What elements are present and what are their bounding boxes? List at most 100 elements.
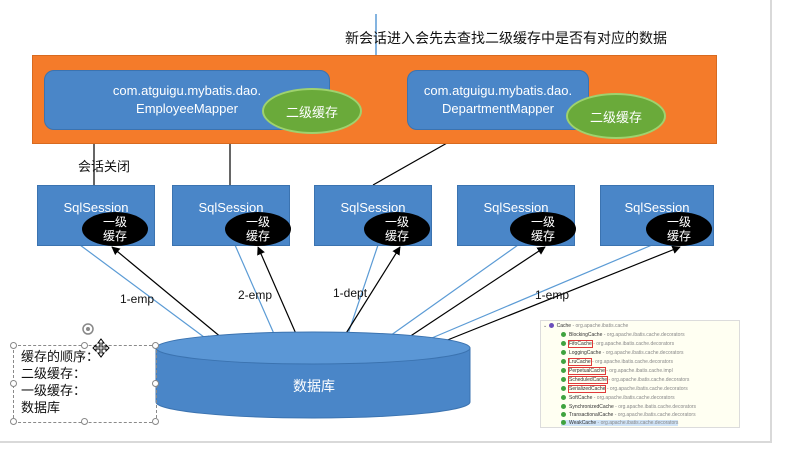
first-level-cache-line1: 一级 xyxy=(666,215,691,229)
first-level-cache-1: 一级 缓存 xyxy=(82,212,148,246)
class-icon xyxy=(561,377,566,383)
class-icon xyxy=(561,341,566,347)
first-level-cache-5: 一级 缓存 xyxy=(646,212,712,246)
class-icon xyxy=(561,359,566,365)
tree-item[interactable]: ScheduledCache - org.apache.ibatis.cache… xyxy=(561,376,690,384)
edge-label-1: 1-emp xyxy=(120,292,155,306)
tree-item-package: - org.apache.ibatis.cache.decorators xyxy=(614,412,696,418)
resize-handle[interactable] xyxy=(10,342,17,349)
sql-session-label: SqlSession xyxy=(63,200,129,215)
arrow-session2-to-db xyxy=(234,244,279,344)
resize-handle[interactable] xyxy=(152,342,159,349)
tree-item[interactable]: LoggingCache - org.apache.ibatis.cache.d… xyxy=(561,350,684,356)
tree-item-package: - org.apache.ibatis.cache.decorators xyxy=(608,377,690,383)
edge-label-3: 1-dept xyxy=(333,286,368,300)
tree-item[interactable]: SerializedCache - org.apache.ibatis.cach… xyxy=(561,385,688,393)
first-level-cache-line2: 缓存 xyxy=(245,229,270,243)
resize-handle[interactable] xyxy=(81,342,88,349)
tree-item[interactable]: PerpetualCache - org.apache.ibatis.cache… xyxy=(561,367,673,375)
move-cursor-icon xyxy=(92,338,110,358)
tree-item-name: TransactionalCache xyxy=(569,412,614,418)
tree-item-name: WeakCache xyxy=(569,420,597,426)
resize-handle[interactable] xyxy=(152,418,159,425)
sql-session-label: SqlSession xyxy=(483,200,549,215)
tree-item-name: SynchronizedCache xyxy=(569,404,614,410)
tree-item[interactable]: BlockingCache - org.apache.ibatis.cache.… xyxy=(561,332,685,338)
first-level-cache-line1: 一级 xyxy=(384,215,409,229)
tree-item-package: - org.apache.ibatis.cache.decorators xyxy=(606,386,688,392)
first-level-cache-4: 一级 缓存 xyxy=(510,212,576,246)
class-icon xyxy=(561,350,566,356)
class-icon xyxy=(561,420,566,426)
cache-hierarchy-panel: ⌄ Cache - org.apache.ibatis.cache Blocki… xyxy=(540,320,740,428)
tree-item-name: SerializedCache xyxy=(567,385,607,393)
tree-item-package: - org.apache.ibatis.cache.decorators xyxy=(615,404,697,410)
tree-item[interactable]: SynchronizedCache - org.apache.ibatis.ca… xyxy=(561,404,696,410)
department-mapper-box: com.atguigu.mybatis.dao. DepartmentMappe… xyxy=(407,70,589,130)
tree-root-package: - org.apache.ibatis.cache xyxy=(572,323,629,329)
tree-item-name: BlockingCache xyxy=(569,332,603,338)
tree-item[interactable]: FifoCache - org.apache.ibatis.cache.deco… xyxy=(561,340,675,348)
class-icon xyxy=(561,332,566,338)
first-level-cache-3: 一级 缓存 xyxy=(364,212,430,246)
first-level-cache-line2: 缓存 xyxy=(384,229,409,243)
sql-session-label: SqlSession xyxy=(340,200,406,215)
tree-item[interactable]: LruCache - org.apache.ibatis.cache.decor… xyxy=(561,358,673,366)
first-level-cache-2: 一级 缓存 xyxy=(225,212,291,246)
employee-second-level-cache: 二级缓存 xyxy=(262,88,362,134)
department-mapper-namespace: com.atguigu.mybatis.dao. xyxy=(423,83,573,98)
tree-root-name: Cache xyxy=(556,323,572,329)
tree-item[interactable]: SoftCache - org.apache.ibatis.cache.deco… xyxy=(561,395,675,401)
resize-handle[interactable] xyxy=(10,380,17,387)
slide-frame xyxy=(0,0,772,443)
arrow-db-to-session2 xyxy=(257,246,301,344)
tree-item[interactable]: TransactionalCache - org.apache.ibatis.c… xyxy=(561,412,696,418)
arrow-db-to-session1 xyxy=(111,246,229,344)
first-level-cache-line2: 缓存 xyxy=(530,229,555,243)
resize-handle[interactable] xyxy=(81,418,88,425)
diagram-title: 新会话进入会先去查找二级缓存中是否有对应的数据 xyxy=(345,30,667,46)
arrow-db-to-session5 xyxy=(439,245,681,344)
arrow-session1-to-db xyxy=(79,244,213,344)
note-line: 一级缓存： xyxy=(21,383,87,398)
arrow-session4-to-db xyxy=(379,244,519,344)
database-cylinder xyxy=(155,331,471,419)
rotate-handle-icon[interactable] xyxy=(80,321,96,337)
tree-item-package: - org.apache.ibatis.cache.decorators xyxy=(603,332,685,338)
tree-item-name: FifoCache xyxy=(568,340,593,348)
employee-mapper-name: EmployeeMapper xyxy=(136,101,238,116)
sql-session-label: SqlSession xyxy=(624,200,690,215)
resize-handle[interactable] xyxy=(152,380,159,387)
tree-item-package: - org.apache.ibatis.cache.decorators xyxy=(593,341,675,347)
class-icon xyxy=(561,368,566,374)
department-second-level-cache: 二级缓存 xyxy=(566,93,666,139)
cache-order-note[interactable]: 缓存的顺序： 二级缓存： 一级缓存： 数据库 xyxy=(13,345,157,423)
tree-item-selected[interactable]: WeakCache - org.apache.ibatis.cache.deco… xyxy=(561,420,679,426)
tree-item-name: LruCache xyxy=(568,358,592,366)
tree-root: ⌄ Cache - org.apache.ibatis.cache xyxy=(543,323,629,329)
first-level-cache-line2: 缓存 xyxy=(102,229,127,243)
edge-label-4: 1-emp xyxy=(535,288,570,302)
edge-label-2: 2-emp xyxy=(238,288,273,302)
arrow-db-to-session3 xyxy=(339,246,401,344)
tree-item-package: - org.apache.ibatis.cache.decorators xyxy=(592,359,673,365)
session-close-label: 会话关闭 xyxy=(78,159,131,174)
tree-item-name: ScheduledCache xyxy=(567,376,609,384)
note-line: 数据库 xyxy=(21,400,61,415)
class-icon xyxy=(561,395,566,401)
class-icon xyxy=(561,386,566,392)
sql-session-label: SqlSession xyxy=(198,200,264,215)
database-label: 数据库 xyxy=(293,378,335,394)
tree-item-package: - org.apache.ibatis.cache.decorators xyxy=(597,420,679,426)
arrow-session5-to-db xyxy=(419,244,653,344)
resize-handle[interactable] xyxy=(10,418,17,425)
tree-item-name: LoggingCache xyxy=(569,350,602,356)
first-level-cache-line1: 一级 xyxy=(245,215,270,229)
first-level-cache-line2: 缓存 xyxy=(666,229,691,243)
employee-mapper-namespace: com.atguigu.mybatis.dao. xyxy=(112,83,262,98)
first-level-cache-line1: 一级 xyxy=(102,215,127,229)
class-icon xyxy=(561,404,566,410)
tree-item-package: - org.apache.ibatis.cache.impl xyxy=(606,368,673,374)
first-level-cache-line1: 一级 xyxy=(530,215,555,229)
